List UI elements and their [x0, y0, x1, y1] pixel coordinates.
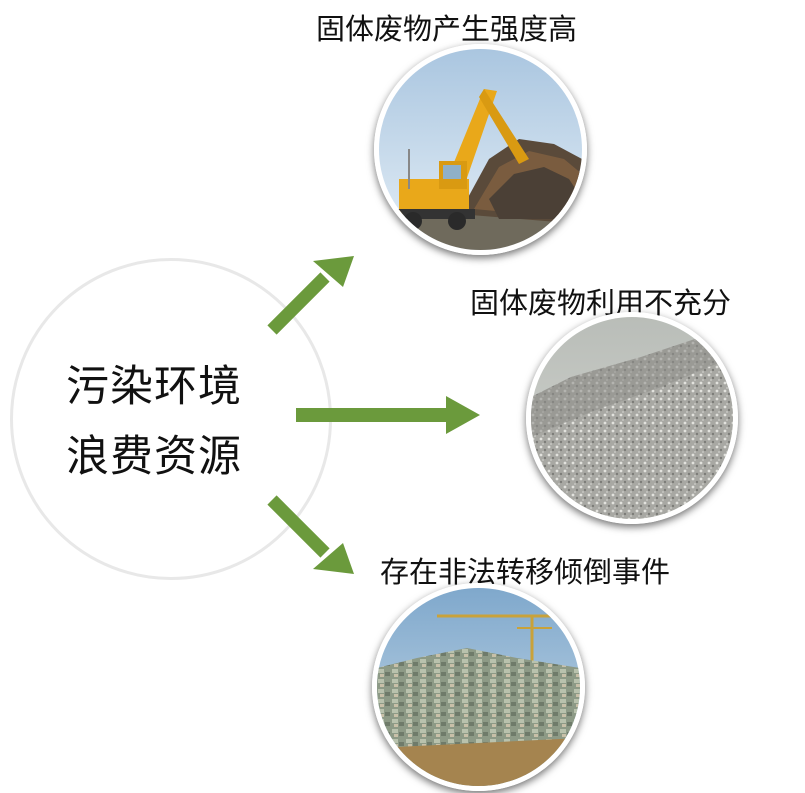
item-3-photo [372, 583, 585, 791]
item-1-label: 固体废物产生强度高 [316, 12, 578, 46]
arrow-to-item-3 [267, 495, 354, 574]
center-circle [10, 258, 332, 580]
gravel-pile-photo [531, 317, 733, 519]
center-line-2: 浪费资源 [66, 432, 242, 482]
item-3-label: 存在非法转移倾倒事件 [380, 555, 671, 589]
arrow-to-item-2 [296, 396, 480, 434]
center-line-1: 污染环境 [66, 362, 242, 412]
excavator-scrap-photo [379, 49, 582, 250]
item-2-label: 固体废物利用不充分 [470, 286, 732, 320]
item-2-photo [526, 312, 738, 524]
arrow-to-item-1 [267, 256, 354, 335]
center-text: 污染环境 浪费资源 [66, 352, 296, 492]
item-1-photo [374, 44, 587, 255]
rubble-crane-photo [377, 588, 580, 786]
